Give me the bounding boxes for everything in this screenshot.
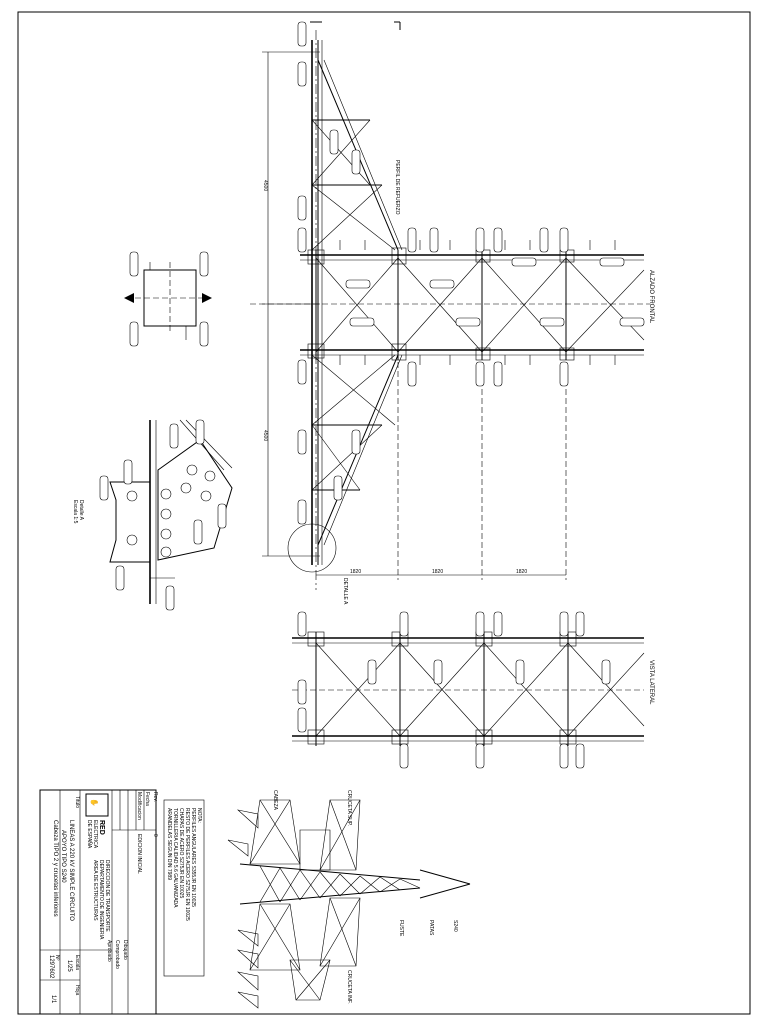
notes-heading: NOTA:: [196, 808, 202, 823]
part-mark-tags: [297, 21, 645, 525]
detail-title: Detalle A: [78, 500, 84, 521]
number-label: Nº: [54, 955, 60, 961]
sign-drawn: Dibujado: [122, 940, 128, 960]
detail-a-callout-circle: [287, 523, 337, 573]
rev-header-date: Fecha: [144, 792, 150, 806]
title-block: ✋ RED ELECTRICA DE ESPAÑA DIRECCION DE T…: [39, 789, 158, 1015]
sheet-border: [17, 11, 751, 1015]
company-name-1: RED: [98, 820, 105, 835]
svg-text:✋: ✋: [90, 798, 99, 807]
sketch-label-upper-arm: CRUCETA SUP.: [346, 790, 352, 826]
scale-label: Escala: [74, 955, 80, 970]
title-label: Titulo: [74, 796, 80, 808]
center-label-lateral: VISTA LATERAL: [648, 660, 654, 705]
detail-scale: Escala 1:5: [72, 500, 78, 524]
sheet-value: 1/1: [50, 995, 56, 1004]
sketch-label-head: CABEZA: [272, 790, 278, 811]
number-value: 1297602: [48, 955, 54, 979]
title-line-1: LINEAS A 220 kV SIMPLE CIRCUITO: [68, 820, 74, 921]
note-line-4: TORNILLERIA CALIDAD 5.6 GALVANIZADA: [172, 808, 178, 908]
detail-a-view: Detalle A Escala 1:5: [72, 419, 233, 611]
main-elevation-view: 4500 4500: [250, 21, 654, 605]
sketch-label-lower-arm: CRUCETA INF.: [346, 970, 352, 1004]
company-logo: [85, 793, 109, 817]
dim-horizontal-1: 1820: [350, 569, 361, 575]
dim-vertical-lower: 4500: [262, 430, 268, 441]
title-line-3: Cabeza TIPO 2 y crucetas inferiores: [52, 820, 58, 917]
title-line-2: APOYO TIPO S240: [60, 830, 66, 883]
sketch-label-legs: PATAS: [428, 920, 434, 936]
dim-vertical-upper: 4500: [262, 180, 268, 191]
scale-value: 1/25: [66, 960, 72, 972]
brace-label: PERFIL DE REFUERZO: [394, 160, 400, 215]
notes-box: NOTA: PERFILES ANGULARES S355JR EN 10025…: [163, 799, 205, 977]
lateral-view: VISTA LATERAL: [292, 611, 654, 769]
rev-row-0-mod: EDICION INICIAL: [136, 834, 142, 874]
dim-horizontal-3: 1820: [516, 569, 527, 575]
company-name-3: DE ESPAÑA: [86, 820, 93, 849]
dept-line-3: AREA DE ESTRUCTURAS: [92, 860, 98, 921]
note-line-1: PERFILES ANGULARES S355JR EN 10025: [190, 808, 196, 907]
dim-horizontal-2: 1820: [432, 569, 443, 575]
sheet-label: Hoja: [74, 985, 80, 996]
dept-line-2: DEPARTAMENTO DE INGENIERIA: [98, 860, 104, 940]
sign-approved: Aprobado: [106, 940, 112, 962]
dept-line-1: DIRECCION DE TRANSPORTE: [104, 860, 110, 932]
sign-checked: Comprobado: [114, 940, 120, 969]
center-label-frontal: ALZADO FRONTAL: [648, 270, 654, 324]
company-name-2: ELECTRICA: [92, 820, 98, 849]
note-line-5: ARANDELAS SEGUN DIN 7989: [166, 808, 172, 880]
note-line-2: RESTO DE PERFILES ACERO S275JR EN 10025: [184, 808, 190, 921]
plan-section-view: [124, 251, 212, 347]
sketch-label-s240: S240: [452, 920, 458, 932]
section-label: DETALLE A: [342, 578, 348, 605]
sketch-label-body: FUSTE: [398, 920, 404, 937]
rev-header-mod: Modificacion: [136, 792, 142, 820]
rev-row-0: 0: [152, 834, 158, 837]
note-line-3: CHAPAS DE ACERO S275JR EN 10025: [178, 808, 184, 898]
rev-header-rev: Rev.: [152, 792, 158, 802]
tower-overview-sketch: S240 CABEZA CRUCETA SUP. CRUCETA INF. FU…: [227, 790, 471, 1009]
